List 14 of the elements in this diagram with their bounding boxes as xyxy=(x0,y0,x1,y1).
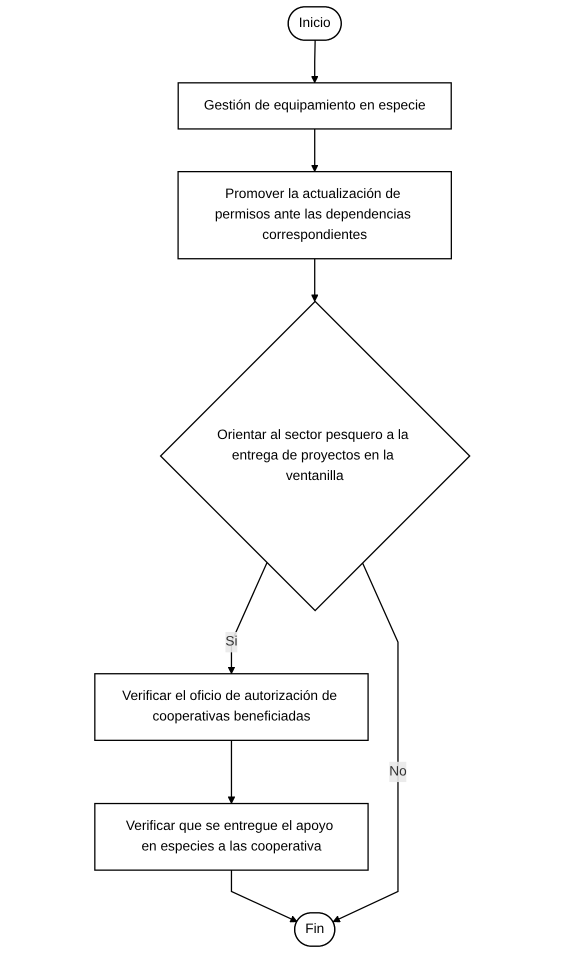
edge-label: Si xyxy=(225,634,238,649)
arrow xyxy=(230,870,298,922)
node-box: Verificar que se entregue el apoyo en especies a las cooperativa xyxy=(94,802,368,871)
arrow xyxy=(310,258,318,302)
arrow xyxy=(227,740,235,804)
arrow xyxy=(310,40,318,84)
arrow xyxy=(332,562,398,922)
node-diamond: Orientar al sector pesquero a la entrega de proyectos en la ventanilla xyxy=(159,300,470,612)
edge-label: No xyxy=(388,764,406,779)
node-box: Gestión de equipamiento en especie xyxy=(177,82,452,130)
arrow xyxy=(310,128,318,172)
arrow xyxy=(227,562,268,674)
node-box: Verificar el oficio de autorización de cooperativas beneficiadas xyxy=(94,673,368,741)
node-box: Promover la actualización de permisos ante las dependencias correspondientes xyxy=(177,171,452,260)
